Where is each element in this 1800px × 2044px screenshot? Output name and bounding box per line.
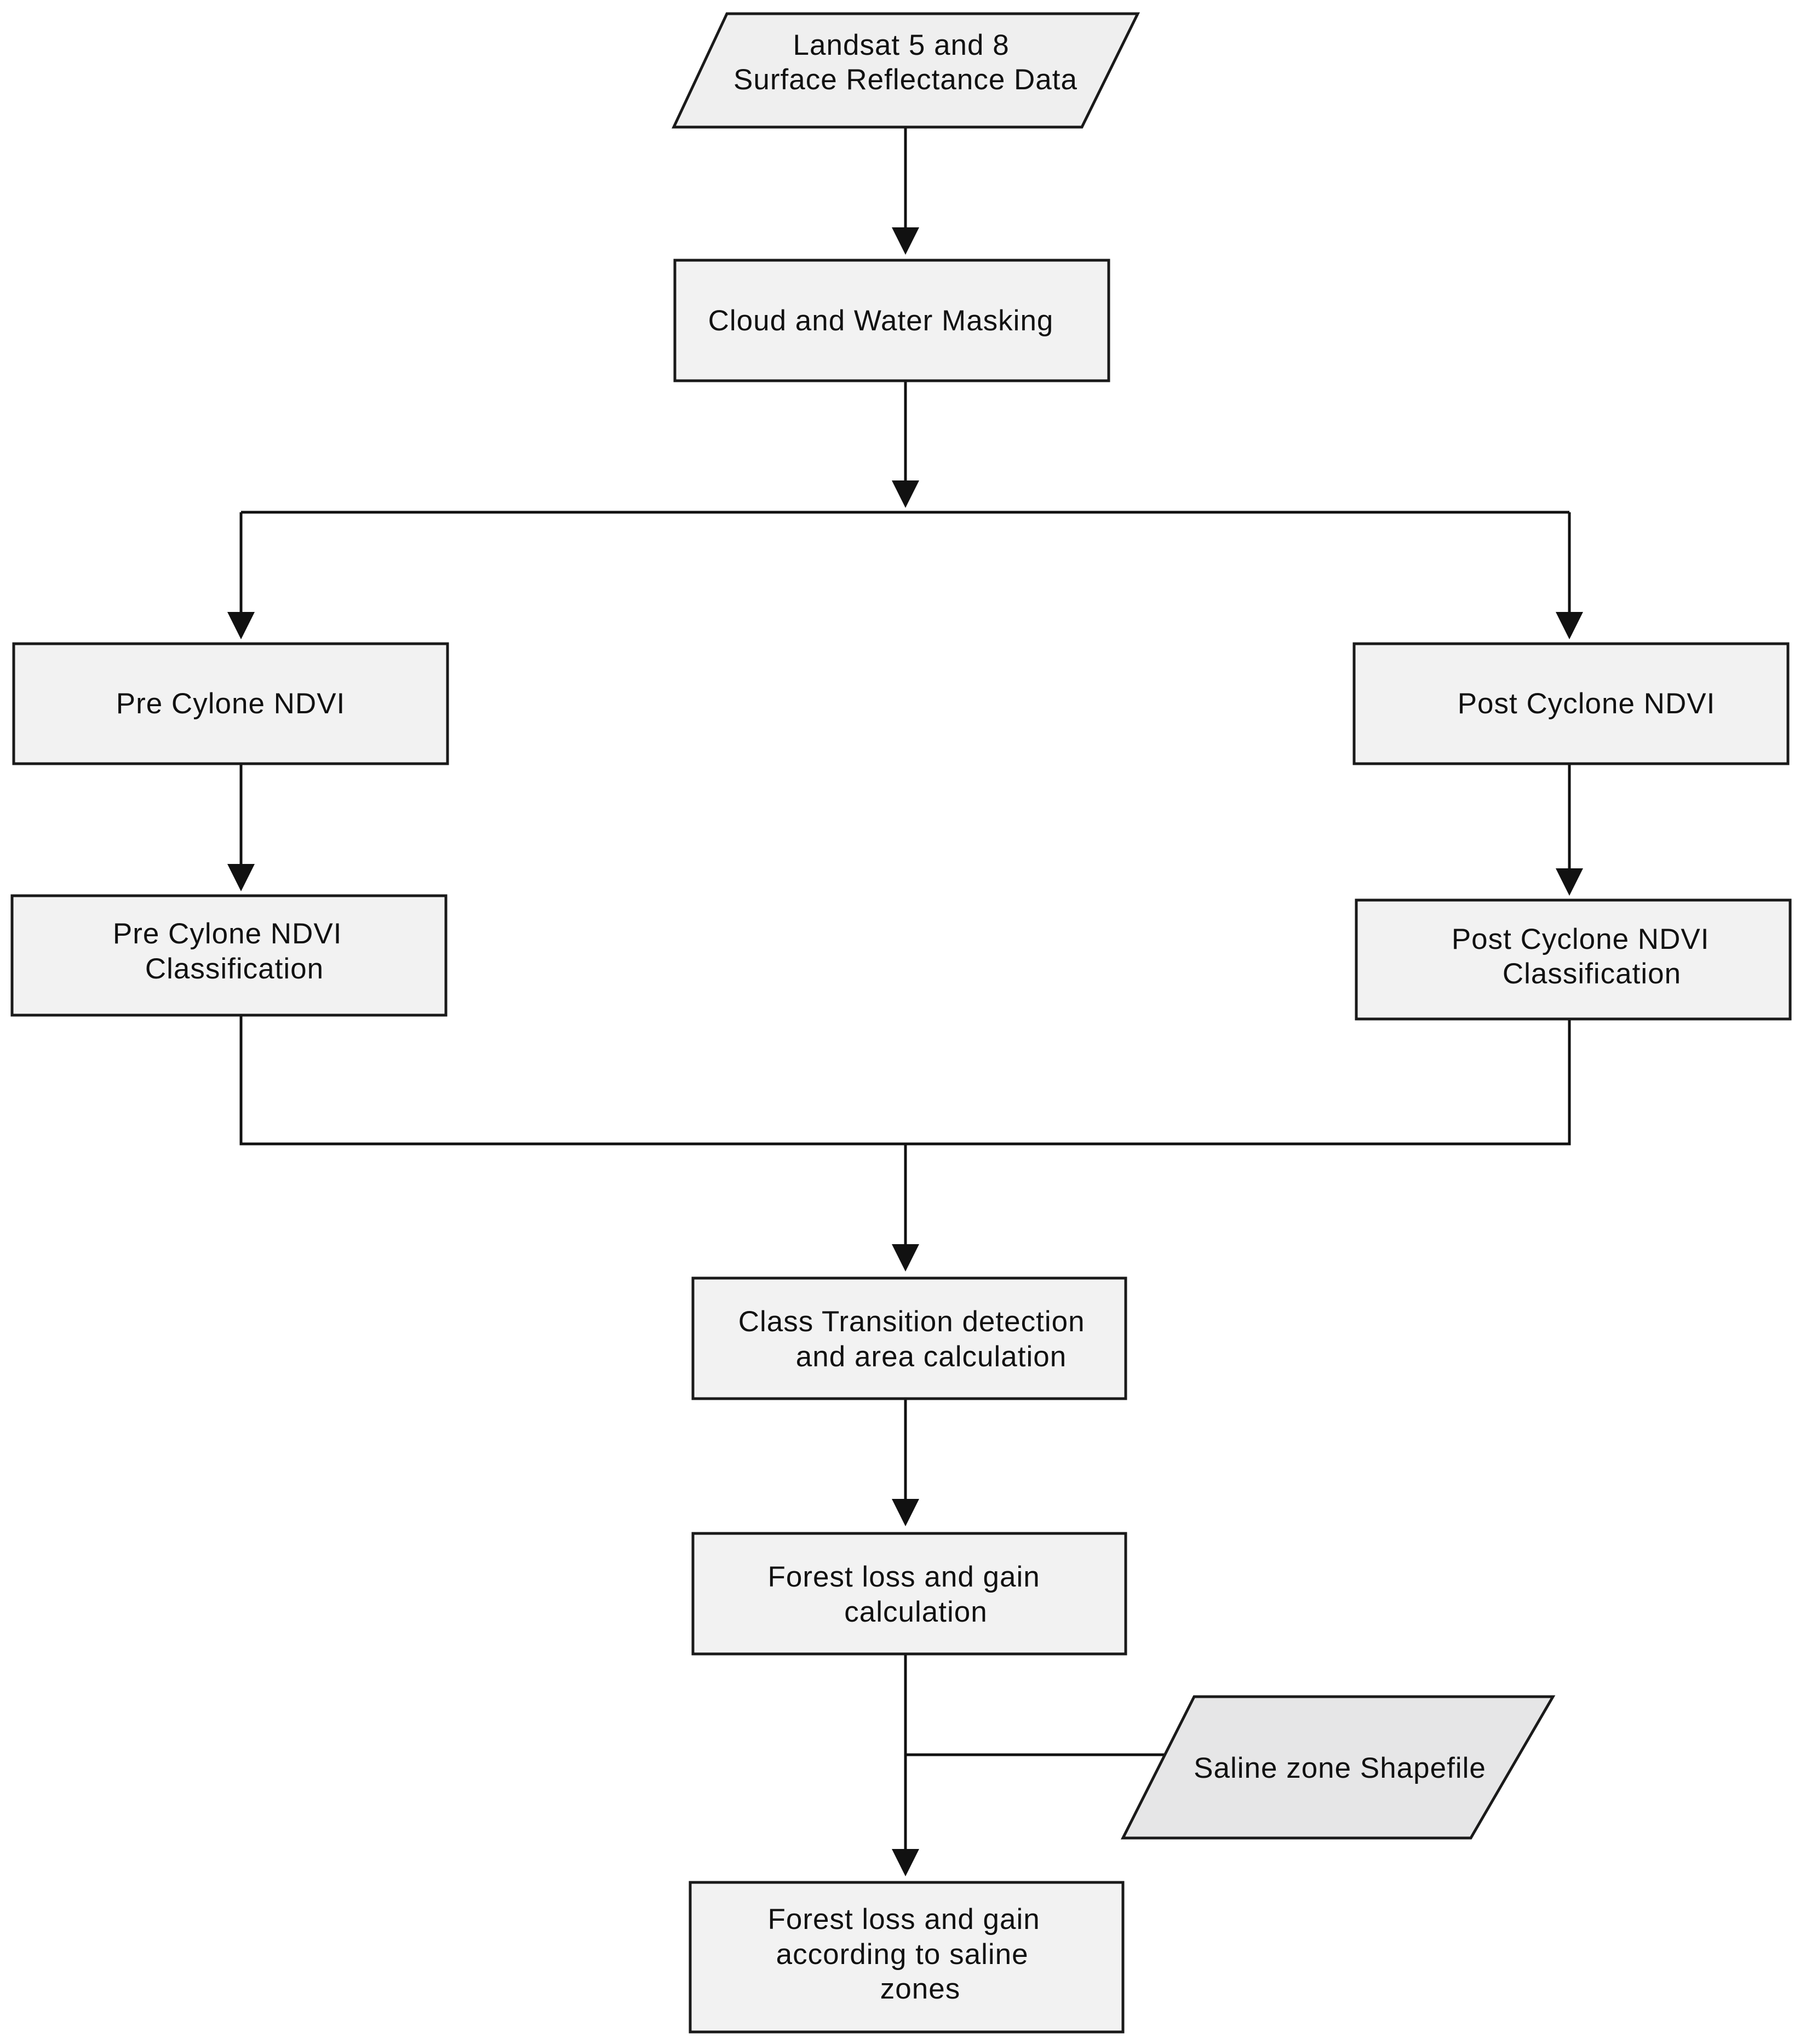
transition-line-2: and area calculation [796,1341,1067,1373]
box-shape [691,1532,1127,1656]
saline-result-line-2: according to saline [776,1938,1029,1971]
node-cloud-water-masking: Cloud and Water Masking [673,259,1110,382]
saline-result-line-1: Forest loss and gain [768,1903,1040,1936]
loss-gain-line-2: calculation [844,1596,987,1628]
svg-text:Forest loss and gain acc: Forest loss and gain according to saline… [768,1903,1049,2005]
parallelogram-shape [1120,1695,1556,1840]
masking-line-1: Cloud and Water Masking [708,305,1054,337]
svg-text:Post Cyclone NDVI Classi: Post Cyclone NDVI Classification [1452,923,1718,990]
node-saline-zone-shapefile: Saline zone Shapefile [1120,1695,1556,1840]
saline-input-line-1: Saline zone Shapefile [1194,1752,1486,1784]
landsat-input-line-1: Landsat 5 and 8 [793,29,1010,61]
svg-text:Cloud and Water Masking: Cloud and Water Masking [708,305,1054,337]
box-shape [10,894,448,1017]
saline-result-line-3: zones [880,1973,960,2005]
node-pre-cyclone-ndvi: Pre Cylone NDVI [12,642,449,765]
box-shape [673,259,1110,382]
svg-text:Landsat 5 and 8 Surface: Landsat 5 and 8 Surface Reflectance Data [733,29,1077,96]
post-ndvi-line-1: Post Cyclone NDVI [1458,688,1716,720]
box-shape [1352,642,1790,765]
svg-text:Forest loss and gain cal: Forest loss and gain calculation [768,1561,1049,1628]
pre-class-line-2: Classification [145,953,324,985]
edge-merge-bus [239,1015,1571,1146]
svg-text:Saline zone Shapefile: Saline zone Shapefile [1194,1752,1486,1784]
landsat-input-line-2: Surface Reflectance Data [733,64,1077,96]
post-class-line-1: Post Cyclone NDVI [1452,923,1710,955]
connectors [227,127,1583,1876]
node-landsat-input: Landsat 5 and 8 Surface Reflectance Data [672,12,1140,129]
svg-text:Pre Cylone NDVI Classifi: Pre Cylone NDVI Classification [113,918,351,985]
box-shape [691,1276,1127,1400]
loss-gain-line-1: Forest loss and gain [768,1561,1040,1593]
box-shape [1355,898,1792,1021]
post-class-line-2: Classification [1503,958,1681,990]
box-shape [689,1881,1125,2034]
node-post-cyclone-ndvi: Post Cyclone NDVI [1352,642,1790,765]
svg-text:Post Cyclone NDVI: Post Cyclone NDVI [1458,688,1716,720]
node-saline-zone-result: Forest loss and gain according to saline… [689,1881,1125,2034]
svg-text:Class Transition detection: Class Transition detection and area calc… [738,1306,1094,1373]
node-pre-cyclone-classification: Pre Cylone NDVI Classification [10,894,448,1017]
pre-ndvi-line-1: Pre Cylone NDVI [116,688,346,720]
pre-class-line-1: Pre Cylone NDVI [113,918,342,950]
parallelogram-shape [672,12,1140,129]
transition-line-1: Class Transition detection [738,1306,1085,1338]
svg-text:Pre Cylone NDVI: Pre Cylone NDVI [116,688,346,720]
node-post-cyclone-classification: Post Cyclone NDVI Classification [1355,898,1792,1021]
node-forest-loss-gain: Forest loss and gain calculation [691,1532,1127,1656]
box-shape [12,642,449,765]
node-class-transition: Class Transition detection and area calc… [691,1276,1127,1400]
